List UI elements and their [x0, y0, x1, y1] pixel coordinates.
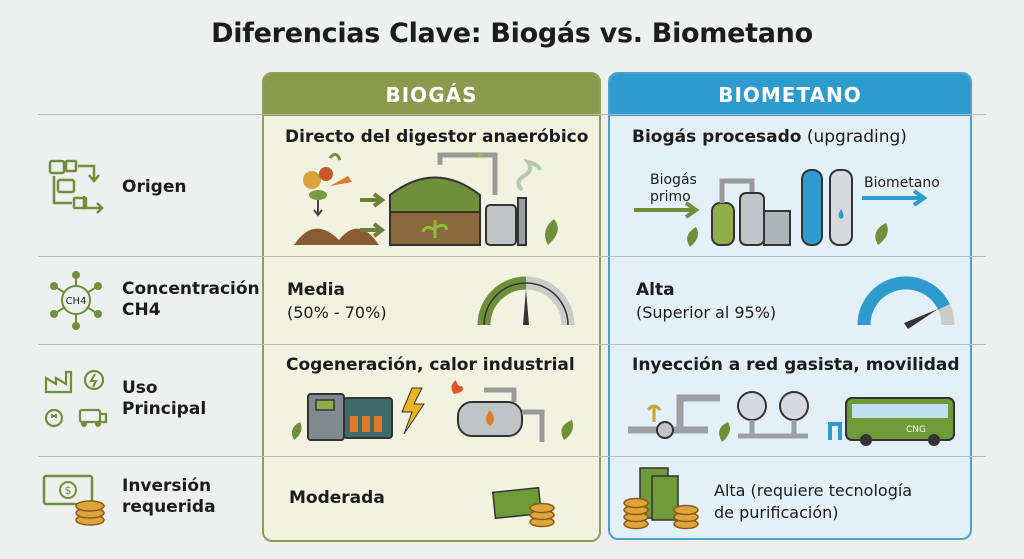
biometano-concentracion-title: Alta — [636, 280, 675, 300]
biogas-concentracion-title: Media — [287, 280, 345, 300]
biogas-origen-text: Directo del digestor anaeróbico — [285, 127, 589, 147]
row-divider — [38, 344, 986, 345]
flow-in-label-line1: Biogás — [650, 172, 697, 188]
svg-text:$: $ — [65, 484, 72, 497]
cogeneration-illustration — [292, 380, 573, 442]
flow-in-label-line2: primo — [650, 189, 691, 205]
upgrading-plant-illustration — [634, 169, 928, 247]
anaerobic-digester-illustration — [294, 152, 558, 246]
biogas-concentracion-range: (50% - 70%) — [287, 303, 387, 322]
row-label-concentracion-line2: CH4 — [122, 300, 161, 320]
industry-and-mobility-icon — [44, 369, 108, 428]
biogas-column: BIOGÁS — [262, 72, 601, 542]
row-label-inversion-line1: Inversión — [122, 476, 212, 496]
row-label-origen: Origen — [122, 177, 187, 197]
money-icon: $ — [42, 474, 105, 526]
biogas-header: BIOGÁS — [264, 74, 599, 116]
page-title: Diferencias Clave: Biogás vs. Biometano — [211, 18, 813, 49]
biometano-inversion-line1: Alta (requiere tecnología — [714, 481, 913, 500]
row-label-inversion-line2: requerida — [122, 497, 216, 517]
biogas-uso-text: Cogeneración, calor industrial — [286, 355, 575, 375]
process-flow-icon — [48, 159, 104, 214]
row-divider — [38, 256, 986, 257]
biometano-inversion-line2: de purificación) — [714, 503, 839, 522]
biometano-origen-bold: Biogás procesado — [632, 127, 802, 147]
biometano-concentracion-range: (Superior al 95%) — [636, 303, 777, 322]
bus-cng-label: CNG — [906, 425, 926, 435]
biogas-inversion-text: Moderada — [289, 488, 385, 508]
row-divider — [38, 114, 986, 115]
flow-out-label: Biometano — [864, 175, 940, 191]
row-label-concentracion-line1: Concentración — [122, 279, 260, 299]
biometano-uso-text: Inyección a red gasista, movilidad — [632, 355, 960, 375]
methane-molecule-icon: CH4 — [50, 271, 102, 330]
biometano-header: BIOMETANO — [610, 74, 970, 116]
gas-grid-and-bus-illustration: CNG — [628, 391, 955, 446]
high-gauge-icon — [857, 276, 955, 329]
biometano-column: BIOMETANO — [608, 72, 972, 540]
biometano-origen-text: Biogás procesado (upgrading) — [632, 127, 907, 147]
row-label-uso-line2: Principal — [122, 399, 207, 419]
biometano-inversion-text: Alta (requiere tecnología de purificación… — [714, 480, 912, 524]
high-money-icon — [623, 467, 699, 530]
row-label-uso-line1: Uso — [122, 378, 158, 398]
row-divider — [38, 456, 986, 457]
medium-gauge-icon — [477, 276, 575, 326]
methane-formula: CH4 — [66, 296, 87, 307]
biometano-origen-rest: (upgrading) — [801, 127, 907, 147]
moderate-money-icon — [491, 486, 555, 528]
